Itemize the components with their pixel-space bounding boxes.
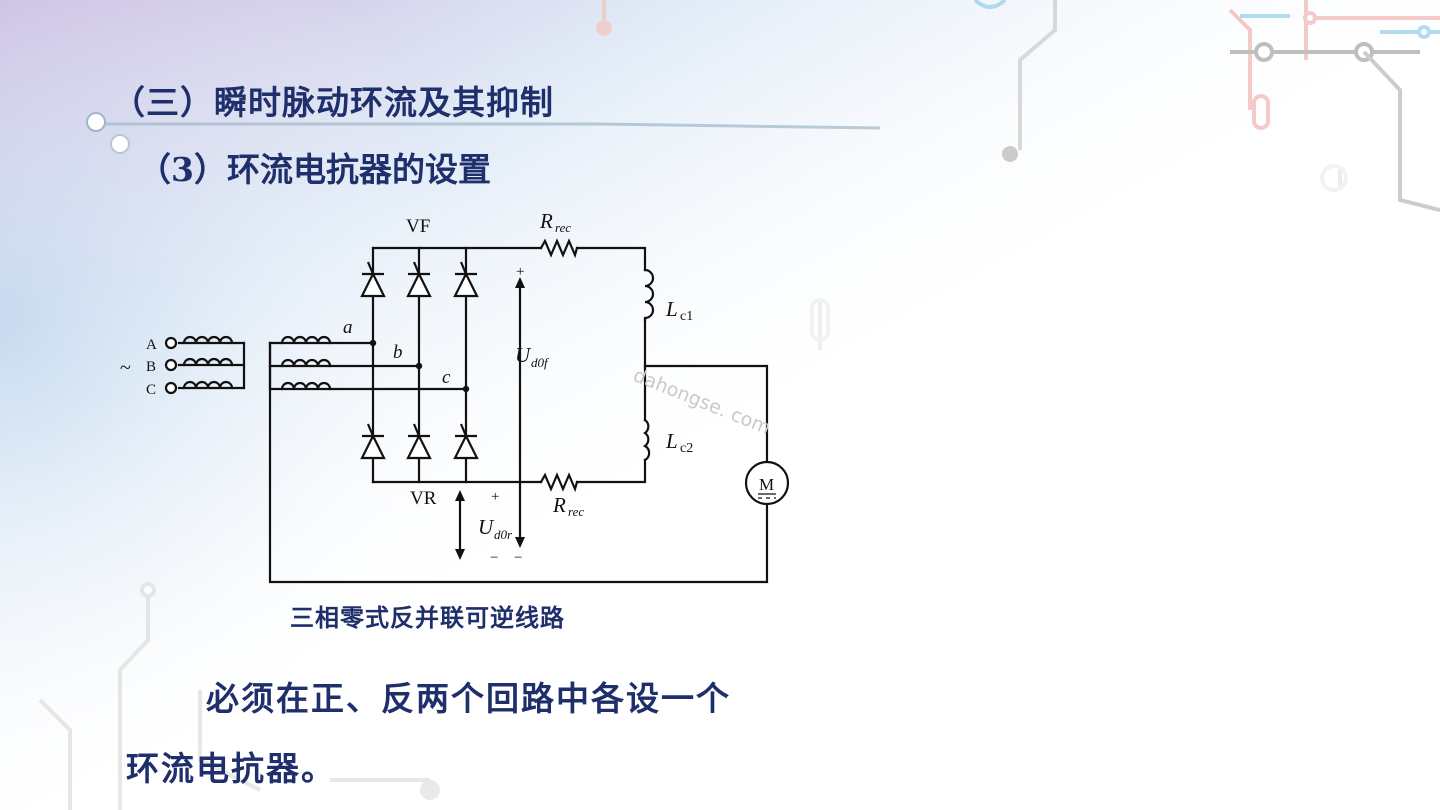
ud0r-subscript: d0r (494, 527, 513, 542)
vf-label: VF (406, 216, 430, 237)
vr-label: VR (410, 488, 437, 509)
minus-label-2: − (514, 550, 522, 566)
motor-label: M (759, 475, 774, 494)
phase-c-label: C (146, 382, 156, 398)
ac-source-symbol: ~ (120, 357, 131, 379)
r-rec-top-subscript: rec (555, 220, 571, 235)
thyristor-group-vr (360, 423, 479, 460)
phase-a-label: A (146, 337, 157, 353)
r-rec-bottom-subscript: rec (568, 504, 584, 519)
node-a-label: a (343, 317, 353, 338)
node-b-label: b (393, 342, 403, 363)
page-title: （三）瞬时脉动环流及其抑制 (112, 83, 554, 122)
plus-r-label: + (491, 489, 499, 505)
plus-f-label: + (516, 264, 524, 280)
ud0r-label: U (478, 515, 495, 539)
ud0f-subscript: d0f (531, 355, 550, 370)
watermark: dahongse. com (630, 364, 773, 439)
thyristor-group-vf (360, 261, 479, 298)
section-subtitle: （3）环流电抗器的设置 (138, 150, 491, 189)
minus-label-1: − (490, 550, 498, 566)
lc2-subscript: c2 (680, 441, 693, 456)
r-rec-top-label: R (539, 209, 553, 233)
body-text-line-1: 必须在正、反两个回路中各设一个 (206, 679, 731, 718)
diagram-caption: 三相零式反并联可逆线路 (290, 603, 565, 632)
r-rec-bottom-label: R (552, 493, 566, 517)
phase-b-label: B (146, 359, 156, 375)
lc2-label: L (665, 429, 678, 453)
lc1-label: L (665, 297, 678, 321)
lc1-subscript: c1 (680, 309, 693, 324)
node-c-label: c (442, 367, 451, 388)
body-text-line-2: 环流电抗器。 (126, 749, 336, 788)
ud0f-label: U (515, 343, 532, 367)
